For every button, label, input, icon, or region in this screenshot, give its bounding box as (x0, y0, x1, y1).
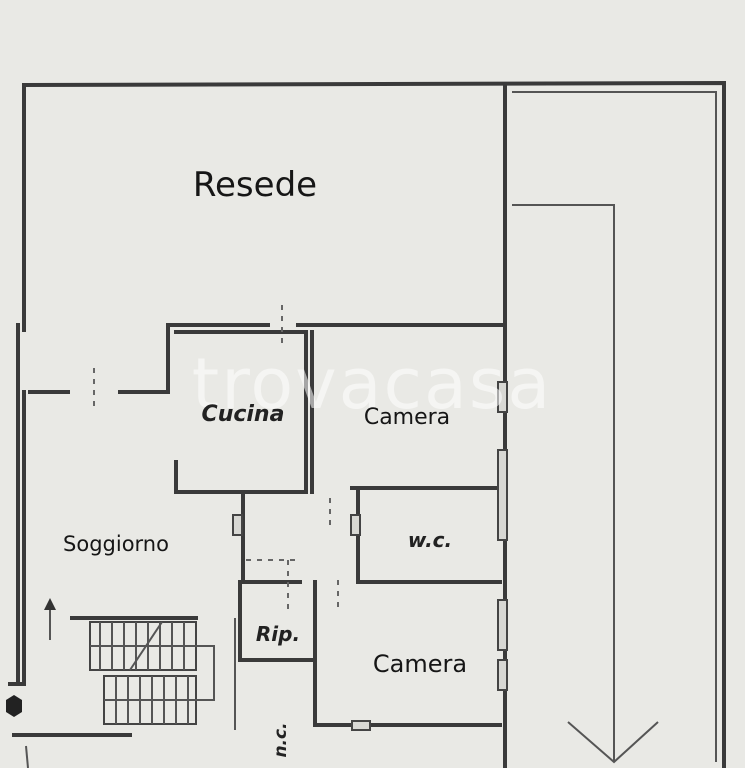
entrance-marker-icon (6, 695, 22, 717)
room-label-camera-top: Camera (364, 405, 450, 430)
door-openings (93, 305, 339, 612)
room-label-resede: Resede (193, 165, 317, 205)
bottom-lines (12, 618, 236, 768)
watermark-text: trovacasa (192, 343, 553, 425)
room-label-rip: Rip. (256, 622, 300, 646)
staircase (89, 621, 215, 725)
outer-walls (8, 80, 726, 768)
room-label-soggiorno: Soggiorno (63, 532, 169, 556)
room-label-cucina: Cucina (202, 402, 285, 427)
fixtures (232, 381, 508, 731)
room-label-wc: w.c. (408, 528, 452, 552)
up-arrow-icon (44, 598, 56, 640)
driveway-outline (512, 91, 717, 764)
room-label-camera-bottom: Camera (373, 650, 467, 678)
annotation-nc: n.c. (271, 722, 291, 757)
